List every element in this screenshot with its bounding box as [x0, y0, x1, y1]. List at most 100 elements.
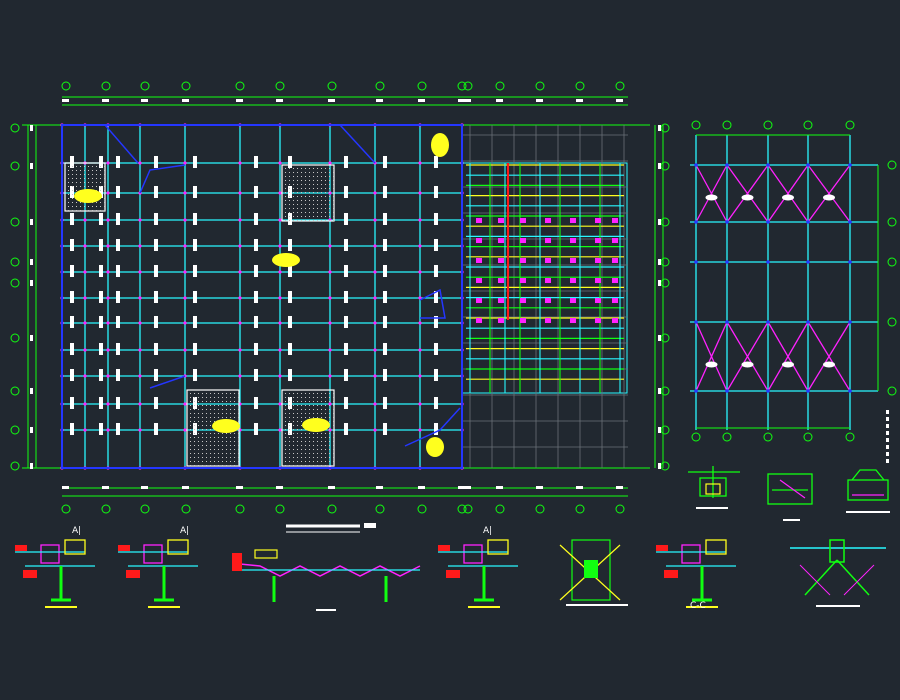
- hatch-dot: [321, 417, 322, 418]
- axis-bubble-bottom: [463, 504, 473, 514]
- hatch-dot: [285, 192, 286, 193]
- hatch-dot: [214, 409, 215, 410]
- truss-brace: [799, 564, 831, 596]
- hatch-dot: [305, 216, 306, 217]
- hatch-dot: [210, 397, 211, 398]
- hatch-dot: [198, 445, 199, 446]
- member-mark: [383, 343, 387, 355]
- hatch-dot: [305, 437, 306, 438]
- hatch-dot: [206, 417, 207, 418]
- detail-red: [664, 570, 678, 578]
- hatch-dot: [301, 192, 302, 193]
- hatch-dot: [92, 166, 93, 167]
- dim-tick: [576, 486, 583, 489]
- hatch-dot: [206, 405, 207, 406]
- hatch-dot: [317, 405, 318, 406]
- member-mark: [193, 316, 197, 328]
- hatch-dot: [313, 208, 314, 209]
- hatch-dot: [293, 453, 294, 454]
- hatch-dot: [226, 401, 227, 402]
- hatch-dot: [325, 216, 326, 217]
- hatch-dot: [210, 437, 211, 438]
- hatch-dot: [190, 421, 191, 422]
- hatch-dot: [293, 393, 294, 394]
- axis-bubble-left: [10, 161, 20, 171]
- hatch-dot: [321, 192, 322, 193]
- panel-node: [498, 258, 504, 263]
- hatch-dot: [317, 461, 318, 462]
- member-mark: [193, 369, 197, 381]
- hatch-dot: [230, 441, 231, 442]
- hatch-dot: [230, 413, 231, 414]
- axis-bubble-top: [495, 81, 505, 91]
- hatch-dot: [76, 174, 77, 175]
- hatch-dot: [222, 441, 223, 442]
- panel-node: [498, 318, 504, 323]
- hatch-dot: [238, 441, 239, 442]
- member-mark: [193, 186, 197, 198]
- hatch-dot: [293, 449, 294, 450]
- hatch-dot: [317, 212, 318, 213]
- hatch-dot: [313, 397, 314, 398]
- hatch-dot: [297, 413, 298, 414]
- axis-bubble-left: [10, 278, 20, 288]
- hatch-dot: [238, 453, 239, 454]
- panel-node: [612, 218, 618, 223]
- member-mark: [70, 397, 74, 409]
- member-mark: [70, 291, 74, 303]
- member-mark: [70, 316, 74, 328]
- axis-bubble-top: [535, 81, 545, 91]
- hatch-dot: [333, 212, 334, 213]
- member-mark: [254, 369, 258, 381]
- hatch-dot: [285, 196, 286, 197]
- hatch-dot: [293, 433, 294, 434]
- member-mark: [434, 397, 438, 409]
- hatch-dot: [329, 216, 330, 217]
- member-mark: [383, 239, 387, 251]
- hatch-dot: [222, 397, 223, 398]
- axis-bubble-bottom: [235, 504, 245, 514]
- hatch-dot: [301, 401, 302, 402]
- hatch-dot: [309, 188, 310, 189]
- hatch-dot: [317, 437, 318, 438]
- hatch-dot: [198, 405, 199, 406]
- hatch-dot: [218, 445, 219, 446]
- hatch-dot: [317, 192, 318, 193]
- hatch-dot: [309, 180, 310, 181]
- elev-title-char: [886, 438, 889, 442]
- hatch-dot: [238, 401, 239, 402]
- elev-node: [766, 220, 770, 224]
- elev-node: [766, 320, 770, 324]
- hatch-dot: [194, 393, 195, 394]
- grid-node: [106, 402, 110, 406]
- hatch-dot: [301, 461, 302, 462]
- member-mark: [70, 343, 74, 355]
- hatch-dot: [190, 457, 191, 458]
- axis-bubble-right: [660, 461, 670, 471]
- hatch-dot: [238, 465, 239, 466]
- hatch-dot: [305, 413, 306, 414]
- hatch-dot: [285, 397, 286, 398]
- hatch-dot: [293, 192, 294, 193]
- hatch-dot: [222, 433, 223, 434]
- hatch-dot: [226, 453, 227, 454]
- hatch-dot: [333, 465, 334, 466]
- hatch-dot: [333, 441, 334, 442]
- hatch-dot: [68, 174, 69, 175]
- grid-node: [83, 218, 87, 222]
- grid-node: [83, 374, 87, 378]
- hatch-dot: [285, 465, 286, 466]
- member-mark: [99, 156, 103, 168]
- hatch-dot: [206, 457, 207, 458]
- grid-node: [83, 244, 87, 248]
- grid-node: [138, 161, 142, 165]
- hatch-dot: [293, 216, 294, 217]
- hatch-dot: [226, 441, 227, 442]
- hatch-dot: [230, 453, 231, 454]
- hatch-dot: [214, 457, 215, 458]
- hatch-dot: [301, 437, 302, 438]
- panel-node: [520, 298, 526, 303]
- hatch-dot: [317, 449, 318, 450]
- hatch-dot: [329, 421, 330, 422]
